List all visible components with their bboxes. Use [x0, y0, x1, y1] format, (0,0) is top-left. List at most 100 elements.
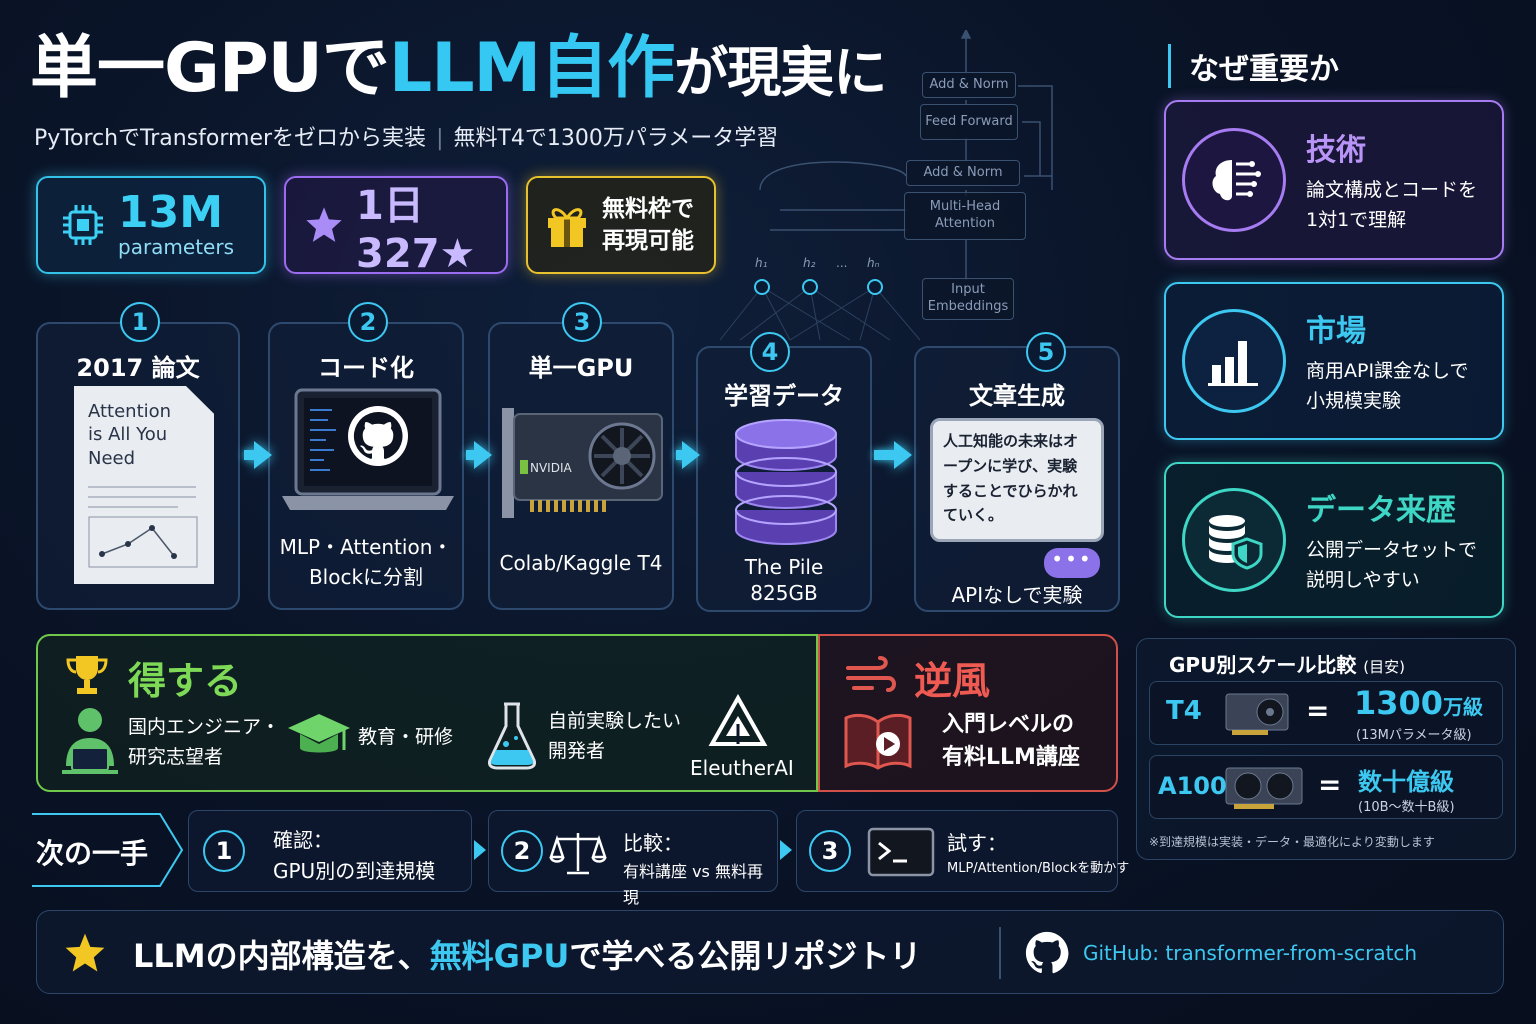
github-repo-link[interactable]: GitHub: transformer-from-scratch: [1083, 941, 1418, 965]
head-node-1: [754, 279, 770, 295]
flask-icon: [488, 702, 536, 770]
step-title-3: 単一GPU: [528, 354, 634, 382]
eleutherai-logo-icon: [708, 694, 768, 746]
why-card-tech: 技術 論文構成とコードを 1対1で理解: [1164, 100, 1504, 260]
head-label-1: h₁: [755, 256, 768, 270]
book-play-icon: [844, 713, 912, 770]
footer-text-b: で学べる公開リポジトリ: [569, 937, 922, 975]
headwind-line2: 有料LLM講座: [942, 745, 1080, 770]
step-caption-3: Colab/Kaggle T4: [499, 551, 663, 575]
why-card-market: 市場 商用API課金なしで 小規模実験: [1164, 282, 1504, 440]
next-steps-label-text: 次の一手: [36, 837, 149, 870]
step-card-gpu: 3 単一GPU NVIDIA Colab/Kaggle T4: [488, 302, 674, 610]
headwind-section: 逆風 入門レベルの 有料LLM講座: [818, 634, 1118, 792]
gpu-note-t4: (13Mパラメータ級): [1356, 728, 1472, 743]
wind-icon: [846, 656, 896, 692]
free-line1: 無料枠で: [602, 195, 694, 222]
database-icon: [735, 419, 837, 545]
why-heading-market: 市場: [1306, 313, 1366, 349]
subtitle-left: PyTorchでTransformerをゼロから実装: [34, 126, 427, 151]
footer-text-a: LLMの内部構造を、: [133, 937, 430, 975]
head-label-n: hₙ: [867, 256, 880, 270]
gain-title: 得する: [128, 659, 243, 703]
head-label-2: h₂: [803, 256, 816, 270]
head-label-dots: ...: [836, 256, 848, 270]
why-heading-tech: 技術: [1306, 132, 1366, 168]
gpu-eq-t4: =: [1306, 694, 1330, 727]
gain-item-1-line2: 研究志望者: [128, 746, 224, 769]
gpu-name-t4: T4: [1166, 696, 1202, 726]
brain-icon: [1182, 128, 1286, 232]
why-desc-market-1: 商用API課金なしで: [1306, 359, 1469, 382]
footer-message: LLMの内部構造を、無料GPUで学べる公開リポジトリ: [133, 931, 921, 977]
step-caption-4a: The Pile: [744, 555, 824, 579]
laptop-github-icon: [282, 388, 454, 510]
arch-emb-line1: Input: [951, 282, 985, 298]
gpu-row-a100: A100 = 数十億級 (10B〜数十B級): [1149, 755, 1503, 819]
headwind-desc: 入門レベルの 有料LLM講座: [942, 708, 1080, 774]
paper-title: Attention is All You Need: [88, 401, 172, 469]
next-step-1-text: 確認： GPU別の到達規模: [273, 825, 435, 887]
footer-star-icon: [65, 933, 105, 972]
trophy-icon: [66, 656, 108, 694]
free-line2: 再現可能: [602, 228, 694, 254]
step-title-2: コード化: [318, 354, 414, 382]
next-arrow-1: [474, 840, 486, 860]
step-card-code: 2 コード化 MLP・Attention・ Blockに分割: [268, 302, 464, 610]
gpu-compare-panel: GPU別スケール比較 (目安) T4 = 1300万級 (13Mパラメータ級) …: [1136, 638, 1516, 860]
title-highlight: LLM自作: [388, 29, 675, 108]
params-label: parameters: [118, 235, 235, 259]
gain-item-3: 自前実験したい 開発者: [548, 706, 681, 767]
stars-value: 1日327★: [356, 183, 476, 277]
next-step-1[interactable]: 1 確認： GPU別の到達規模: [188, 810, 472, 892]
gain-section: 得する 国内エンジニア・ 研究志望者 教育・研修 自前実験したい 開発者 Ele…: [36, 634, 818, 792]
next-step-3[interactable]: 3 試す： MLP/Attention/Blockを動かす: [796, 810, 1129, 892]
next-step-1-line2: GPU別の到達規模: [273, 859, 436, 883]
gpu-name-a100: A100: [1158, 772, 1227, 800]
gpu-compare-title: GPU別スケール比較 (目安): [1169, 649, 1405, 678]
gpu-row-t4: T4 = 1300万級 (13Mパラメータ級): [1149, 681, 1503, 745]
arch-mid-add-norm: Add & Norm: [906, 160, 1020, 186]
gpu-value-t4-unit: 万級: [1443, 695, 1484, 719]
why-heading-provenance: データ来歴: [1306, 492, 1456, 528]
step-title-1: 2017 論文: [76, 354, 200, 382]
why-card-provenance: データ来歴 公開データセットで 説明しやすい: [1164, 462, 1504, 618]
headwind-line1: 入門レベルの: [942, 712, 1075, 737]
github-icon[interactable]: [1025, 931, 1069, 975]
step-number-4: 4: [750, 332, 790, 372]
why-desc-provenance-2: 説明しやすい: [1306, 569, 1420, 591]
step-card-paper: 1 2017 論文 Attention is All You Need: [36, 302, 240, 610]
gpu-value-t4: 1300万級: [1354, 684, 1483, 722]
subtitle-divider: |: [436, 126, 444, 151]
footer-divider: [999, 927, 1001, 979]
gain-item-3-line2: 開発者: [548, 740, 606, 763]
database-shield-icon: [1182, 488, 1286, 592]
why-desc-tech-1: 論文構成とコードを: [1306, 178, 1478, 201]
architecture-connectors: [719, 30, 1053, 341]
arch-emb-line2: Embeddings: [927, 299, 1009, 314]
next-step-1-number: 1: [203, 830, 245, 872]
next-step-3-number: 3: [809, 830, 851, 872]
gpu-eq-a100: =: [1318, 768, 1342, 801]
why-desc-market-2: 小規模実験: [1306, 390, 1402, 412]
page-title: 単一GPUでLLM自作が現実に: [30, 29, 887, 108]
chat-dots-icon: •••: [1044, 548, 1100, 578]
next-step-2-line2: 有料講座 vs 無料再現: [623, 862, 763, 907]
next-step-3-line2: MLP/Attention/Blockを動かす: [947, 861, 1130, 876]
next-arrow-2: [780, 840, 792, 860]
next-step-2[interactable]: 2 比較： 有料講座 vs 無料再現: [488, 810, 778, 907]
arrow-1-2: [244, 450, 256, 460]
free-tier-badge: 無料枠で 再現可能: [526, 176, 716, 274]
gain-item-1: 国内エンジニア・ 研究志望者: [128, 712, 280, 773]
step-number-2: 2: [348, 302, 388, 342]
stars-badge: 1日327★: [284, 176, 508, 277]
arrow-4-5: [874, 450, 896, 460]
arch-feed-forward: Feed Forward: [920, 104, 1018, 140]
footer-text-highlight: 無料GPU: [429, 937, 570, 975]
arrow-head-1: [254, 441, 272, 469]
arch-top-add-norm: Add & Norm: [922, 72, 1016, 98]
step-caption-4b: 825GB: [750, 581, 818, 605]
step-caption-2b: Blockに分割: [308, 565, 424, 589]
chip-icon: [63, 205, 103, 245]
arrow-head-2: [474, 441, 492, 469]
